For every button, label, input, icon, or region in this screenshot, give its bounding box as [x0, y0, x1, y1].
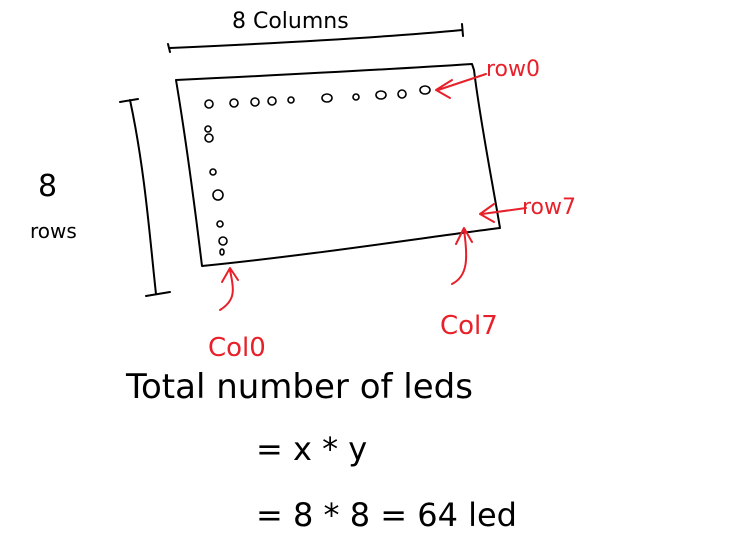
led-dot — [352, 93, 360, 101]
rows-dimension-line — [119, 98, 171, 297]
col7-annotation: Col7 — [440, 227, 498, 341]
led-dot — [218, 236, 228, 246]
formula-line-2: = x * y — [256, 430, 367, 468]
rows-count-label: 8 — [38, 169, 57, 204]
led-dot — [287, 96, 295, 104]
led-dot — [212, 189, 224, 201]
led-dot — [375, 90, 387, 100]
led-dot — [250, 97, 260, 107]
led-column-0 — [204, 125, 228, 256]
led-row-0 — [204, 85, 431, 109]
row0-arrow — [435, 73, 487, 99]
col0-annotation: Col0 — [208, 267, 266, 363]
led-dot — [267, 96, 277, 106]
led-dot — [397, 89, 407, 99]
formula-line-3: = 8 * 8 = 64 led — [256, 496, 517, 534]
col0-label: Col0 — [208, 333, 266, 363]
led-dot — [321, 93, 333, 103]
row0-label: row0 — [486, 57, 540, 82]
col7-arrow — [451, 227, 473, 285]
row0-annotation: row0 — [435, 57, 540, 99]
row7-arrow — [479, 203, 527, 223]
rows-word-label: rows — [30, 219, 77, 243]
row7-annotation: row7 — [479, 195, 576, 223]
led-dot — [209, 168, 217, 176]
col7-label: Col7 — [440, 311, 498, 341]
led-dot — [216, 220, 224, 228]
led-panel-outline — [175, 63, 501, 267]
led-dot — [419, 85, 431, 95]
columns-label: 8 Columns — [232, 9, 349, 34]
led-dot — [204, 133, 214, 143]
formula-line-1: Total number of leds — [125, 367, 473, 407]
columns-dimension-line — [167, 23, 464, 53]
col0-arrow — [219, 267, 239, 311]
row7-label: row7 — [522, 195, 576, 220]
led-dot — [219, 248, 225, 256]
led-dot — [204, 125, 212, 133]
led-dot — [204, 99, 214, 109]
led-dot — [229, 98, 239, 108]
